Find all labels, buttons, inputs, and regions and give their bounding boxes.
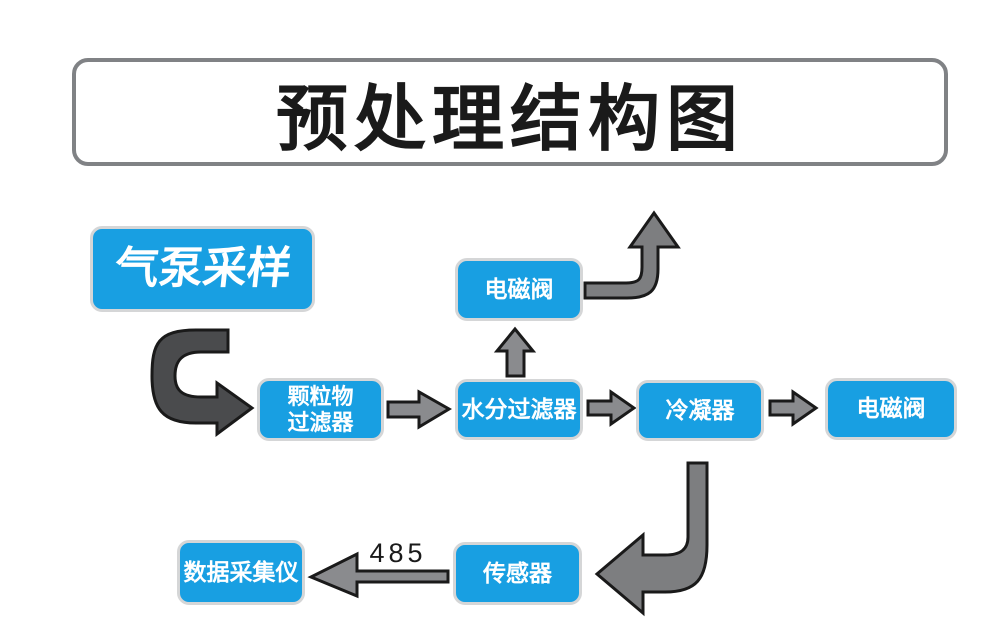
node-water-filter: 水分过滤器 — [455, 379, 583, 440]
bus-485-label: 485 — [369, 538, 427, 568]
particulate-filter-line1: 颗粒物 — [287, 383, 354, 409]
arrow-particulate-to-water-filter — [386, 389, 452, 430]
arrow-solenoid-top-exhaust — [583, 210, 681, 300]
particulate-filter-line2: 过滤器 — [287, 409, 354, 435]
node-water-filter-label: 水分过滤器 — [461, 395, 577, 422]
arrow-condenser-to-solenoid-right — [768, 389, 819, 427]
node-sensor: 传感器 — [453, 542, 582, 605]
node-solenoid-valve-right: 电磁阀 — [825, 378, 957, 440]
node-data-logger-label: 数据采集仪 — [183, 558, 299, 585]
node-condenser: 冷凝器 — [636, 380, 764, 441]
node-particulate-filter-label: 颗粒物 过滤器 — [287, 384, 353, 436]
arrow-pump-to-particulate-filter — [150, 328, 255, 437]
node-solenoid-valve-right-label: 电磁阀 — [856, 395, 926, 422]
node-sensor-label: 传感器 — [483, 559, 552, 586]
node-air-pump-sampling: 气泵采样 — [90, 226, 315, 312]
node-particulate-filter: 颗粒物 过滤器 — [257, 378, 384, 441]
node-solenoid-valve-top-label: 电磁阀 — [484, 275, 554, 302]
arrow-water-filter-to-solenoid-top — [493, 326, 537, 378]
node-solenoid-valve-top: 电磁阀 — [455, 258, 583, 321]
arrow-water-filter-to-condenser — [586, 389, 637, 427]
node-air-pump-sampling-label: 气泵采样 — [111, 244, 294, 294]
arrow-sensor-to-data-logger-485 — [307, 551, 450, 599]
page-title: 预处理结构图 — [275, 79, 744, 160]
node-condenser-label: 冷凝器 — [665, 396, 735, 423]
arrow-condenser-to-sensor — [594, 461, 709, 617]
node-data-logger: 数据采集仪 — [177, 540, 305, 605]
title-box: 预处理结构图 — [72, 58, 948, 166]
